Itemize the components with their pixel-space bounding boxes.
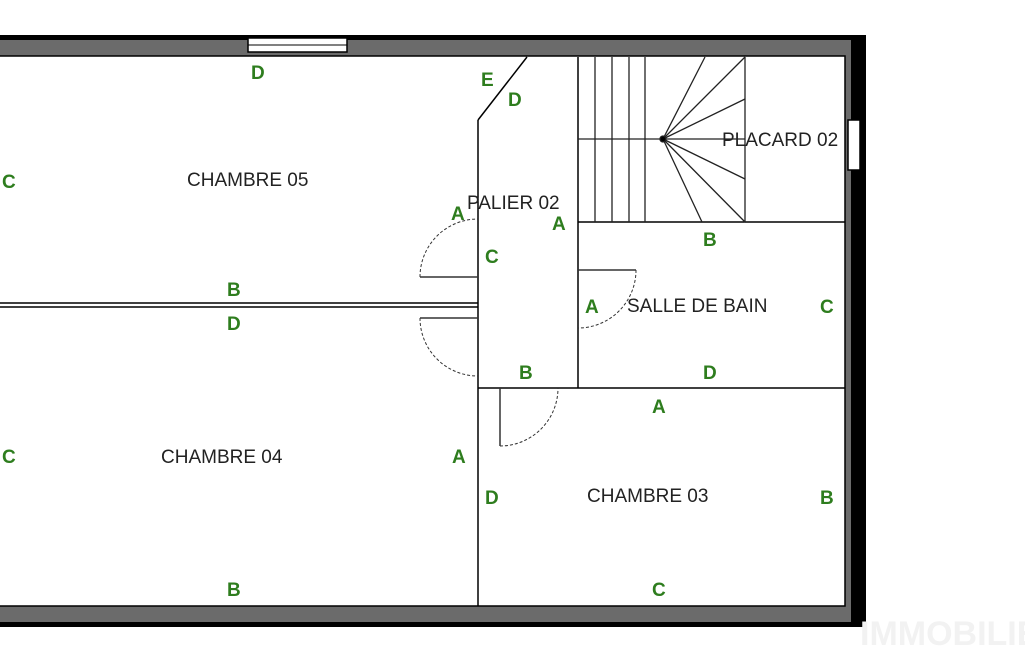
room-palier-02: PALIER 02 <box>467 193 560 214</box>
wall-label: B <box>519 363 533 384</box>
wall-label: D <box>485 488 499 509</box>
staircase <box>578 56 746 223</box>
window-right <box>847 119 861 171</box>
room-placard-02: PLACARD 02 <box>722 130 838 151</box>
wall-label: C <box>652 580 666 601</box>
wall-label: C <box>2 172 16 193</box>
wall-label: B <box>820 488 834 509</box>
wall-labels: D C A B D C A B E D C A B B A C D A D B … <box>2 63 834 601</box>
wall-label: A <box>585 297 599 318</box>
doors <box>419 218 637 447</box>
interior-walls <box>0 56 845 606</box>
wall-label: A <box>451 204 465 225</box>
watermark: IMMOBILIER <box>860 615 1025 650</box>
room-chambre-04: CHAMBRE 04 <box>161 447 283 468</box>
interior <box>0 55 846 607</box>
wall-label: E <box>481 70 494 91</box>
wall-label: A <box>452 447 466 468</box>
wall-label: A <box>552 214 566 235</box>
wall-label: A <box>652 397 666 418</box>
wall-label: C <box>820 297 834 318</box>
wall-label: D <box>508 90 522 111</box>
wall-label: C <box>485 247 499 268</box>
wall-label: D <box>251 63 265 84</box>
wall-label: B <box>703 230 717 251</box>
wall-label: C <box>2 447 16 468</box>
wall-label: D <box>703 363 717 384</box>
room-chambre-03: CHAMBRE 03 <box>587 486 708 507</box>
wall-label: B <box>227 580 241 601</box>
room-chambre-05: CHAMBRE 05 <box>187 170 308 191</box>
wall-label: B <box>227 280 241 301</box>
room-salle-de-bain: SALLE DE BAIN <box>627 296 767 317</box>
wall-label: D <box>227 314 241 335</box>
